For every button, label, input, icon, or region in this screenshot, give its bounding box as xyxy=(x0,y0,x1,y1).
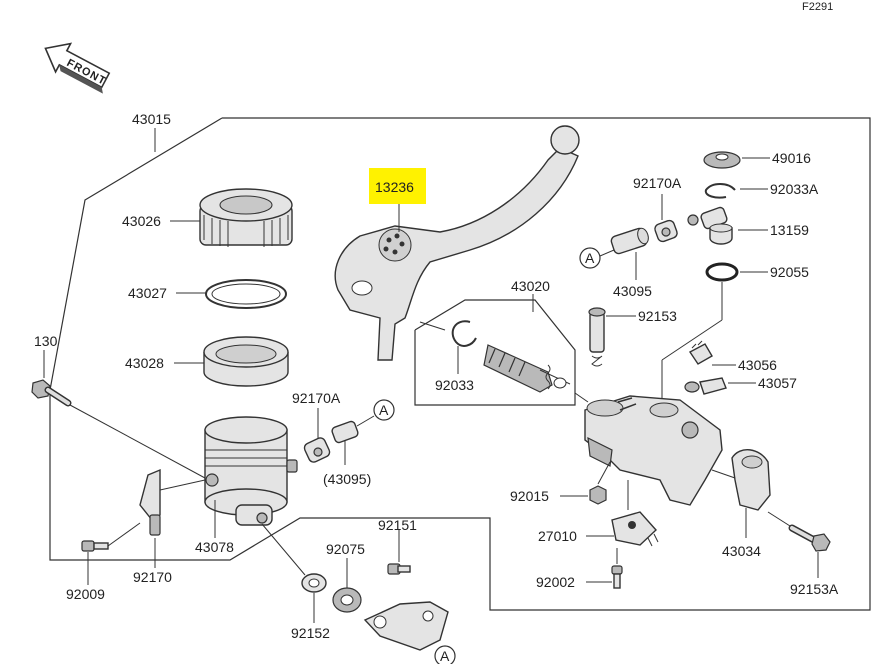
callout-43028: 43028 xyxy=(125,355,164,371)
ref-marker-a-bottom-label: A xyxy=(440,648,450,664)
mount-bracket-part xyxy=(363,601,449,651)
leader-ref-a-right xyxy=(599,249,615,257)
callout-49016: 49016 xyxy=(772,150,811,166)
pin-43095-part xyxy=(610,227,649,255)
callout-43034: 43034 xyxy=(722,543,761,559)
leader-92055-to-body xyxy=(661,319,723,361)
leader-clamp-to-92153a xyxy=(767,511,791,527)
ref-marker-a-left-label: A xyxy=(379,402,389,418)
callout-43015: 43015 xyxy=(132,111,171,127)
brake-lever-part xyxy=(334,125,580,361)
pivot-bolt-92153-part xyxy=(588,307,606,367)
master-cylinder-body-part xyxy=(584,395,723,506)
leader-92009-to-bracket xyxy=(107,522,141,547)
leader-body-to-clamp xyxy=(711,469,736,479)
clamp-92170a-right-part xyxy=(654,219,678,243)
callout-92075: 92075 xyxy=(326,541,365,557)
diaphragm-part xyxy=(203,336,289,387)
bracket-92170-part xyxy=(139,468,161,536)
front-arrow-icon: FRONT xyxy=(44,42,111,94)
leader-92170-to-reservoir xyxy=(159,479,206,491)
callout-130: 130 xyxy=(34,333,58,349)
ref-marker-a-bottom xyxy=(434,645,456,664)
callout-92153a: 92153A xyxy=(790,581,839,597)
callout-43078: 43078 xyxy=(195,539,234,555)
callout-43026: 43026 xyxy=(122,213,161,229)
callout-13236: 13236 xyxy=(375,179,414,195)
gasket-part xyxy=(205,279,287,309)
leader-92015-up xyxy=(597,461,611,485)
piston-assembly-part xyxy=(483,344,571,393)
callout-43095-paren: (43095) xyxy=(323,471,371,487)
clamp-92170a-left-part xyxy=(303,437,331,463)
leader-frame-to-body xyxy=(574,392,589,403)
callout-92151: 92151 xyxy=(378,517,417,533)
callout-92055: 92055 xyxy=(770,264,809,280)
bleeder-43056-part xyxy=(688,340,713,365)
callout-43020: 43020 xyxy=(511,278,550,294)
bolt-130-part xyxy=(31,379,72,407)
ref-marker-a-left xyxy=(373,399,395,421)
screw-92151-part xyxy=(387,563,411,575)
callout-92033: 92033 xyxy=(435,377,474,393)
ref-marker-a-right-label: A xyxy=(585,250,595,266)
leader-reservoir-to-92152 xyxy=(261,523,306,576)
callout-43027: 43027 xyxy=(128,285,167,301)
pin-43095-left-part xyxy=(331,420,359,444)
callout-13159: 13159 xyxy=(770,222,809,238)
bleeder-cap-43057-part xyxy=(684,377,727,395)
callout-92170: 92170 xyxy=(133,569,172,585)
grommet-92075-part xyxy=(332,587,362,613)
callout-43057: 43057 xyxy=(758,375,797,391)
switch-27010-part xyxy=(611,511,659,547)
cap-49016-part xyxy=(703,151,741,169)
reservoir-cap-part xyxy=(199,188,293,247)
callout-92170a-left: 92170A xyxy=(292,390,341,406)
callout-92015: 92015 xyxy=(510,488,549,504)
nut-92015-part xyxy=(589,485,607,505)
leader-lever-to-frame xyxy=(419,321,446,331)
leader-ref-a-left xyxy=(356,415,375,427)
callout-27010: 27010 xyxy=(538,528,577,544)
callout-92009: 92009 xyxy=(66,586,105,602)
circlip-92033a-part xyxy=(704,183,736,199)
leader-130-to-reservoir xyxy=(69,404,206,479)
callout-92002: 92002 xyxy=(536,574,575,590)
callout-92152: 92152 xyxy=(291,625,330,641)
screw-92002-part xyxy=(611,565,623,589)
callout-43095: 43095 xyxy=(613,283,652,299)
figure-code: F2291 xyxy=(802,1,833,13)
callout-43056: 43056 xyxy=(738,357,777,373)
reservoir-body-part xyxy=(204,416,298,526)
switch-13159-part xyxy=(687,206,733,245)
highlight-13236 xyxy=(369,168,426,204)
clamp-43034-part xyxy=(731,449,771,511)
callout-92153: 92153 xyxy=(638,308,677,324)
assembly-frame-43020 xyxy=(414,299,576,406)
circlip-92033-part xyxy=(451,320,477,347)
ref-marker-a-right xyxy=(579,247,601,269)
screw-92009-part xyxy=(81,540,109,552)
washer-92152-part xyxy=(301,573,327,593)
callout-92170a-right: 92170A xyxy=(633,175,682,191)
callout-92033a: 92033A xyxy=(770,181,819,197)
bolt-92153a-part xyxy=(788,524,831,552)
o-ring-92055-part xyxy=(705,262,739,282)
assembly-frame-43015 xyxy=(49,117,871,611)
